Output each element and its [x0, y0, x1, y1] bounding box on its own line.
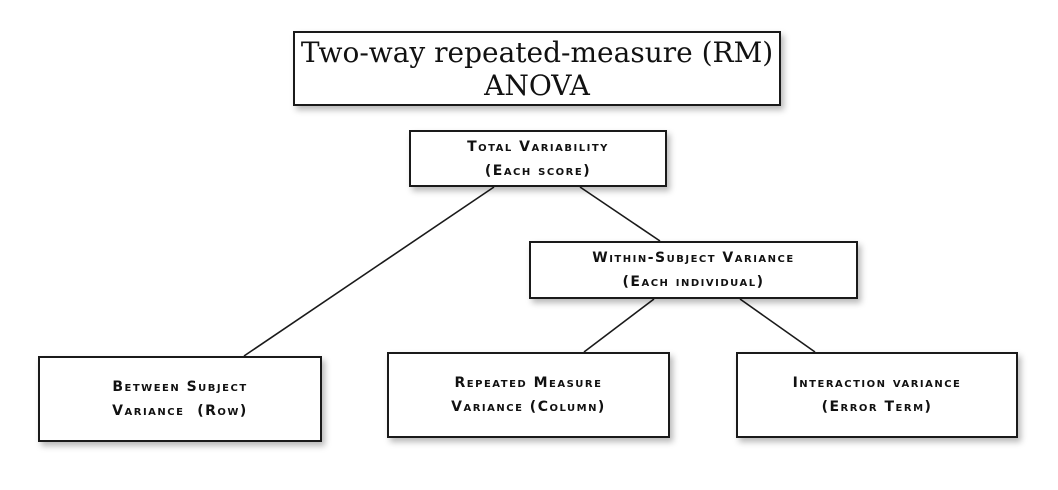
diagram-title-line-2: ANOVA	[484, 68, 590, 102]
edge-total-to-between	[243, 186, 495, 357]
edge-within-to-repeated	[583, 298, 655, 353]
node-total-label: Total Variability	[467, 138, 609, 155]
node-within-subject-variance: Within-Subject Variance (Each individual…	[529, 241, 858, 299]
node-total-sublabel: (Each score)	[484, 162, 592, 179]
node-repeated-label: Repeated Measure	[454, 375, 603, 391]
node-within-label: Within-Subject Variance	[592, 250, 795, 266]
node-between-label: Between Subject	[112, 379, 248, 395]
edge-within-to-interaction	[739, 298, 816, 353]
node-total-variability: Total Variability (Each score)	[409, 130, 667, 187]
node-between-sublabel: Variance (Row)	[112, 403, 248, 419]
node-interaction-label: Interaction variance	[792, 375, 962, 391]
node-interaction-variance: Interaction variance (Error Term)	[736, 352, 1018, 438]
node-repeated-measure-variance: Repeated Measure Variance (Column)	[387, 352, 670, 438]
diagram-title-line-1: Two-way repeated-measure (RM)	[300, 35, 774, 69]
node-within-sublabel: (Each individual)	[622, 274, 765, 290]
edge-total-to-within	[579, 186, 661, 242]
node-repeated-sublabel: Variance (Column)	[451, 399, 606, 415]
diagram-title: Two-way repeated-measure (RM) ANOVA	[293, 31, 781, 106]
node-interaction-sublabel: (Error Term)	[821, 399, 933, 415]
node-between-subject-variance: Between Subject Variance (Row)	[38, 356, 322, 442]
